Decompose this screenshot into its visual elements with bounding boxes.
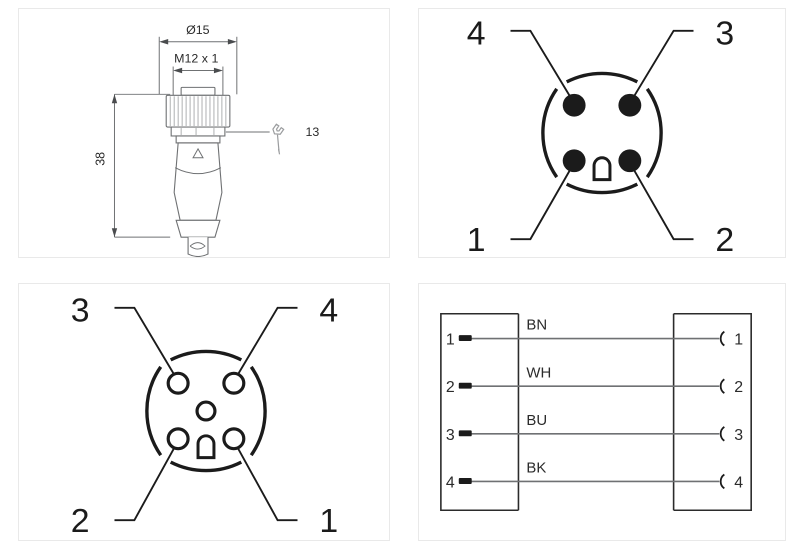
right-pin-number-3: 3 [734, 427, 743, 444]
contact-2 [618, 149, 642, 173]
diameter-label: Ø15 [186, 23, 210, 37]
left-pin-number-1: 1 [446, 332, 455, 349]
left-pin-number-2: 2 [446, 379, 455, 396]
panel-socket-face-view: 4 3 1 2 [418, 8, 786, 258]
right-pin-number-2: 2 [734, 379, 743, 396]
wire-code-1: BN [526, 318, 547, 334]
left-pin-number-3: 3 [446, 427, 455, 444]
leader-lines [114, 306, 298, 522]
dimension-arrows [111, 38, 237, 238]
pin-label-top-right: 4 [319, 292, 338, 330]
knurl-ridges [169, 96, 227, 135]
leader-lines [510, 29, 694, 241]
socket-label-top-left: 4 [467, 15, 486, 53]
pin-symbols [458, 335, 472, 484]
panel-wiring-schematic: 1 2 3 4 1 2 3 4 BN WH BU BK [418, 283, 786, 541]
contact-4 [562, 93, 586, 117]
contact-4 [222, 371, 246, 395]
right-pin-number-1: 1 [734, 332, 743, 349]
keyway-notch [592, 156, 612, 182]
right-pin-number-4: 4 [734, 474, 743, 491]
wire-code-3: BU [526, 413, 547, 429]
socket-label-top-right: 3 [715, 15, 734, 53]
thread-label: M12 x 1 [174, 52, 218, 66]
connector-outline [541, 71, 663, 195]
left-connector-box [440, 312, 520, 512]
pin-label-bottom-right: 1 [319, 502, 338, 540]
pin-label-top-left: 3 [71, 292, 90, 330]
wire-code-4: BK [526, 461, 546, 477]
contact-3 [166, 371, 190, 395]
triangle-marking [192, 147, 204, 159]
socket-symbols [719, 330, 725, 490]
keyway-notch [196, 434, 216, 460]
wire-code-2: WH [526, 365, 551, 381]
panel-dimension-drawing: Ø15 M12 x 1 38 13 [18, 8, 390, 258]
contacts [562, 93, 642, 173]
length-label: 38 [94, 152, 108, 166]
conductors [468, 337, 720, 483]
left-pin-number-4: 4 [446, 474, 455, 491]
contact-3 [618, 93, 642, 117]
wrench-size-label: 13 [305, 125, 319, 139]
contact-2 [166, 427, 190, 451]
wrench-icon [272, 123, 285, 155]
socket-label-bottom-left: 1 [467, 221, 486, 257]
right-connector-box [672, 312, 752, 512]
connector-outline [145, 349, 267, 473]
socket-label-bottom-right: 2 [715, 221, 734, 257]
pin-label-bottom-left: 2 [71, 502, 90, 540]
panel-pin-face-view: 3 4 2 1 [18, 283, 390, 541]
contact-1 [222, 427, 246, 451]
contact-center [195, 400, 217, 422]
contact-1 [562, 149, 586, 173]
contacts [166, 371, 246, 451]
